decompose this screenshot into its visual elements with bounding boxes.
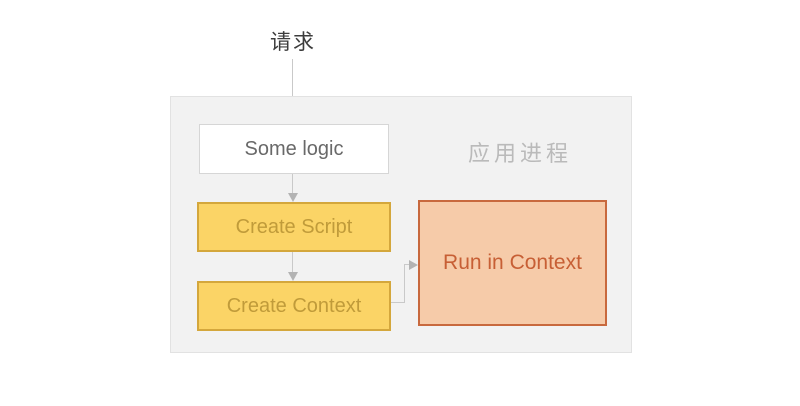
elbow-connector-segment xyxy=(404,265,405,303)
node-create-script: Create Script xyxy=(197,202,391,252)
node-some-logic: Some logic xyxy=(199,124,389,174)
arrow-some-logic-to-create-script-line xyxy=(292,174,293,193)
arrow-down-icon xyxy=(288,193,298,202)
arrow-right-icon xyxy=(409,260,418,270)
arrow-create-script-to-create-context-line xyxy=(292,252,293,272)
arrow-down-icon xyxy=(288,272,298,281)
app-process-label: 应用进程 xyxy=(468,141,573,166)
arrow-request-to-some-logic-line xyxy=(292,59,293,115)
request-label: 请求 xyxy=(270,31,316,54)
elbow-connector-segment xyxy=(391,302,405,303)
node-run-in-context: Run in Context xyxy=(418,200,607,326)
elbow-connector-segment xyxy=(404,264,410,265)
node-create-context: Create Context xyxy=(197,281,391,331)
